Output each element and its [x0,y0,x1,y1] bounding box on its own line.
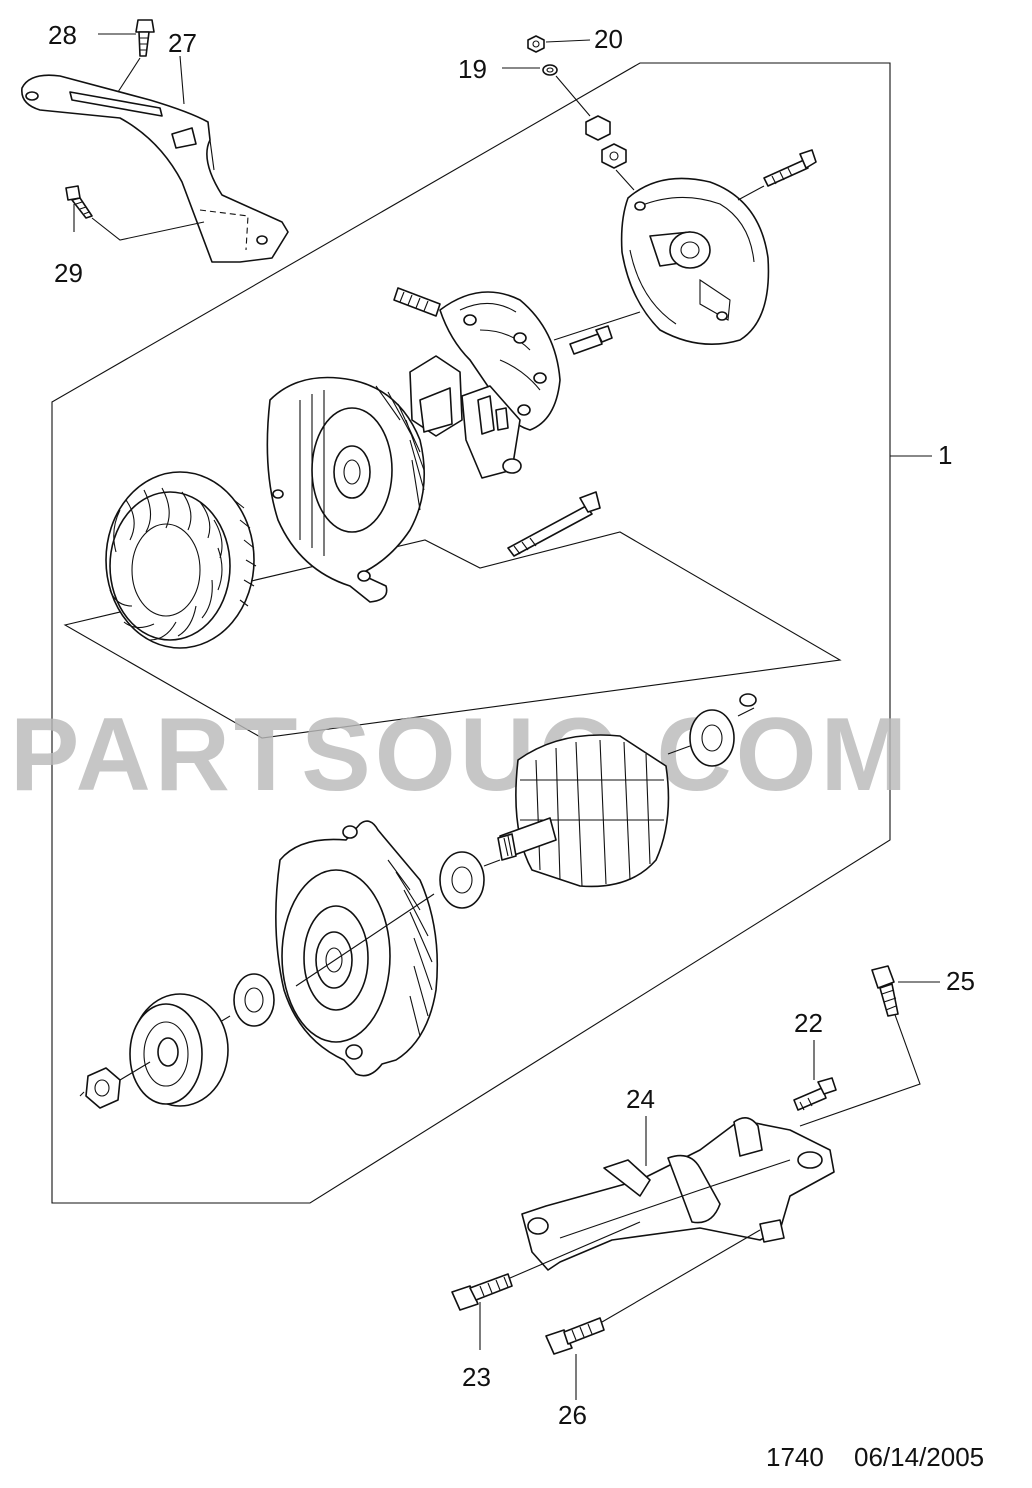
diagram-date: 06/14/2005 [854,1442,984,1472]
pulley-nut [85,1067,121,1109]
washer-19 [542,64,558,76]
bolt-29 [65,185,93,219]
callout-1: 1 [938,440,952,470]
pulley [129,993,229,1107]
rotor [497,734,670,888]
callout-20: 20 [594,24,623,54]
callout-22: 22 [794,1008,823,1038]
rear-bearing [689,709,735,767]
bolt-22 [793,1077,837,1111]
callout-29: 29 [54,258,83,288]
bolt-28 [135,19,155,57]
callout-28: 28 [48,20,77,50]
insulator-nut [585,115,627,169]
callout-23: 23 [462,1362,491,1392]
mounting-bracket-24 [521,1117,835,1271]
brush-holder [409,355,522,479]
stator-housing [266,376,425,603]
bolt-26 [545,1317,605,1355]
bracket-27 [21,74,289,263]
snap-ring [739,693,757,707]
bolt-25 [871,965,899,1017]
rectifier-stud [393,287,441,317]
spacer-bearing [233,973,275,1027]
front-housing [275,820,439,1077]
callout-25: 25 [946,966,975,996]
watermark: PARTSOUQ.COM [10,697,911,813]
cover-bolt [763,149,817,187]
diagram-code: 1740 [766,1442,824,1472]
front-bearing [439,851,485,909]
assembly-outline [51,62,891,1204]
nut-20 [527,35,545,53]
stator-group-outline [63,531,842,739]
callout-26: 26 [558,1400,587,1430]
stator-winding [105,471,257,649]
callout-19: 19 [458,54,487,84]
rectifier [439,291,561,431]
rear-cover [620,177,770,345]
callout-24: 24 [626,1084,655,1114]
rectifier-screw [569,325,613,355]
through-bolt [507,491,601,557]
callout-27: 27 [168,28,197,58]
bolt-23 [451,1273,513,1311]
